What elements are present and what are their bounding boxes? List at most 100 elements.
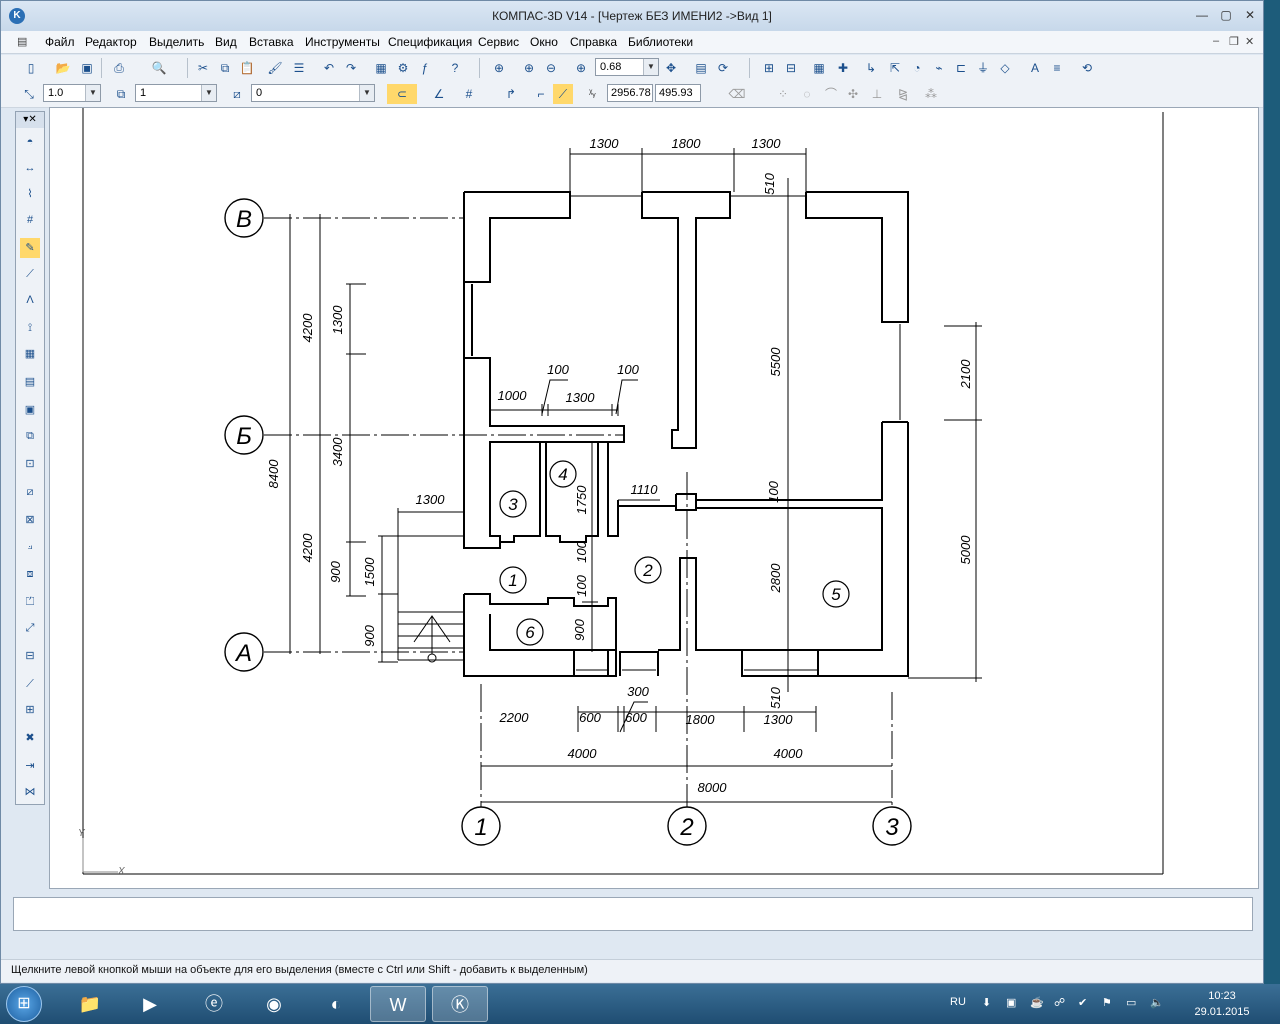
frame-icon[interactable]: ⊞ (25, 704, 35, 716)
measure-icon[interactable]: ⟋ (26, 268, 34, 280)
edit-icon[interactable]: # (26, 214, 34, 226)
language-indicator[interactable]: RU (950, 996, 966, 1008)
layout-icon[interactable]: ⊟ (25, 650, 35, 662)
mirror-icon[interactable]: ⧎ (897, 87, 909, 101)
paste-icon[interactable]: 📋 (239, 61, 255, 75)
tray-arrow-icon[interactable]: ⬇ (982, 997, 992, 1009)
pan-icon[interactable]: ✥ (665, 61, 677, 75)
ortho-icon[interactable]: ∠ (433, 87, 445, 101)
refresh-view-icon[interactable]: ⟳ (717, 61, 729, 75)
snap-normal-icon[interactable]: ⊥ (871, 87, 883, 101)
reports-icon[interactable]: ▦ (24, 348, 36, 360)
zoom-combo[interactable]: 0.68 ▼ (595, 58, 659, 76)
menu-tools[interactable]: Инструменты (305, 35, 380, 49)
roughness-icon[interactable]: ⌁ (935, 61, 943, 75)
add-point-icon[interactable]: ✚ (837, 61, 849, 75)
menu-help[interactable]: Справка (570, 35, 618, 49)
leader-icon[interactable]: ↳ (865, 61, 877, 75)
snap-grid-icon[interactable]: ⁘ (777, 87, 789, 101)
text-icon[interactable]: A (1030, 61, 1039, 75)
arc-icon[interactable]: ◔ (913, 61, 921, 75)
base-icon[interactable]: ⏚ (976, 61, 989, 75)
menu-service[interactable]: Сервис (478, 35, 520, 49)
panel-header[interactable]: ▾✕ (16, 112, 44, 128)
fragments-icon[interactable]: ▣ (24, 404, 36, 416)
line-icon[interactable]: ⟋ (26, 678, 34, 690)
line-scale-combo[interactable]: 1.0 ▼ (43, 84, 101, 102)
save-icon[interactable]: ▣ (81, 61, 93, 75)
print-icon[interactable]: ⎙ (114, 61, 124, 75)
tray-clock[interactable]: 10:23 29.01.2015 (1182, 988, 1262, 1020)
maximize-button[interactable]: ▢ (1220, 8, 1232, 22)
preview-icon[interactable]: 🔍 (151, 61, 167, 75)
dimension-toolbar-icon[interactable]: ⊟ (785, 61, 797, 75)
connect-icon[interactable]: ⋈ (24, 786, 36, 798)
insert-icon[interactable]: ▤ (24, 376, 36, 388)
command-input-area[interactable] (13, 897, 1253, 931)
style-icon[interactable]: ⧄ (233, 87, 241, 101)
dimensions-icon[interactable]: ↔ (24, 162, 36, 174)
arrow-view-icon[interactable]: ⟓ (27, 540, 33, 552)
undo-icon[interactable]: ↶ (323, 61, 335, 75)
delete-icon[interactable]: ✖ (25, 732, 35, 744)
redo-icon[interactable]: ↷ (345, 61, 357, 75)
ie-task-icon[interactable]: ⓔ (205, 994, 223, 1014)
app-red-task-icon[interactable]: ◐ (330, 994, 342, 1014)
zoom-out-icon[interactable]: ⊖ (545, 61, 557, 75)
table-icon[interactable]: ≡ (1053, 61, 1061, 75)
zoom-in-icon[interactable]: ⊕ (523, 61, 535, 75)
chevron-down-icon[interactable]: ▼ (643, 59, 658, 75)
layer-combo[interactable]: 1 ▼ (135, 84, 217, 102)
menu-file[interactable]: Файл (45, 35, 75, 49)
section-icon[interactable]: ⧄ (26, 486, 34, 498)
snap-intersect-icon[interactable]: ✣ (847, 87, 859, 101)
round-coord-icon[interactable]: ⟋ (553, 84, 573, 104)
spec-icon[interactable]: ⟟ (27, 322, 33, 334)
menu-insert[interactable]: Вставка (249, 35, 294, 49)
select-icon[interactable]: Λ (26, 294, 34, 306)
snap-tangent-icon[interactable]: ⌒ (824, 87, 837, 101)
media-player-task-icon[interactable]: ▶ (143, 994, 157, 1014)
geometry-icon[interactable]: ◓ (26, 136, 34, 148)
coord-x-field[interactable]: 2956.78 (607, 84, 653, 102)
copy-icon[interactable]: ⧉ (220, 61, 230, 75)
snap-magnet-icon[interactable]: ⊂ (387, 84, 417, 104)
eraser-icon[interactable]: ⌫ (728, 87, 746, 101)
rebuild-icon[interactable]: ⟲ (1081, 61, 1093, 75)
doc-restore-icon[interactable]: ❐ (1229, 36, 1239, 48)
local-view-icon[interactable]: ⤢ (25, 622, 35, 634)
kompas-task-icon[interactable]: Ⓚ (432, 986, 488, 1022)
menu-select[interactable]: Выделить (149, 35, 205, 49)
properties-icon[interactable]: ☰ (293, 61, 305, 75)
kompas-app-icon[interactable]: K (9, 8, 25, 24)
style-combo[interactable]: 0 ▼ (251, 84, 375, 102)
menu-window[interactable]: Окно (530, 35, 558, 49)
tray-check-icon[interactable]: ✔ (1078, 997, 1088, 1009)
tray-app-icon[interactable]: ▣ (1006, 997, 1017, 1009)
minimize-button[interactable]: — (1196, 8, 1208, 22)
tray-volume-icon[interactable]: 🔈 (1150, 997, 1164, 1009)
detail-icon[interactable]: ⊠ (25, 514, 35, 526)
group-icon[interactable]: ⁂ (925, 87, 937, 101)
format-painter-icon[interactable]: 🖌 (267, 61, 283, 75)
diamond-icon[interactable]: ◇ (1000, 61, 1010, 75)
close-button[interactable]: ✕ (1244, 8, 1256, 22)
title-bar[interactable]: K КОМПАС-3D V14 - [Чертеж БЕЗ ИМЕНИ2 ->В… (1, 1, 1263, 31)
projection-icon[interactable]: ⏍ (25, 596, 35, 608)
label-icon[interactable]: ⇱ (889, 61, 901, 75)
tray-network-icon[interactable]: ☍ (1054, 997, 1066, 1009)
grid-toggle-icon[interactable]: # (465, 87, 473, 101)
tree-icon[interactable]: ⚙ (397, 61, 409, 75)
chrome-task-icon[interactable]: ◉ (266, 994, 282, 1014)
doc-minimize-icon[interactable]: – (1213, 35, 1220, 47)
doc-close-icon[interactable]: ✕ (1245, 36, 1255, 48)
local-cs-icon[interactable]: ↱ (505, 87, 517, 101)
zoom-scale-icon[interactable]: ⊕ (575, 61, 587, 75)
parametrization-icon[interactable]: ✎ (20, 238, 40, 258)
show-all-icon[interactable]: ▤ (695, 61, 707, 75)
tray-java-icon[interactable]: ☕ (1030, 997, 1044, 1009)
help-pointer-icon[interactable]: ? (451, 61, 459, 75)
line-scale-icon[interactable]: ⤡ (24, 87, 34, 101)
chevron-down-icon[interactable]: ▼ (85, 85, 100, 101)
snap-center-icon[interactable]: ◌ (803, 87, 811, 101)
